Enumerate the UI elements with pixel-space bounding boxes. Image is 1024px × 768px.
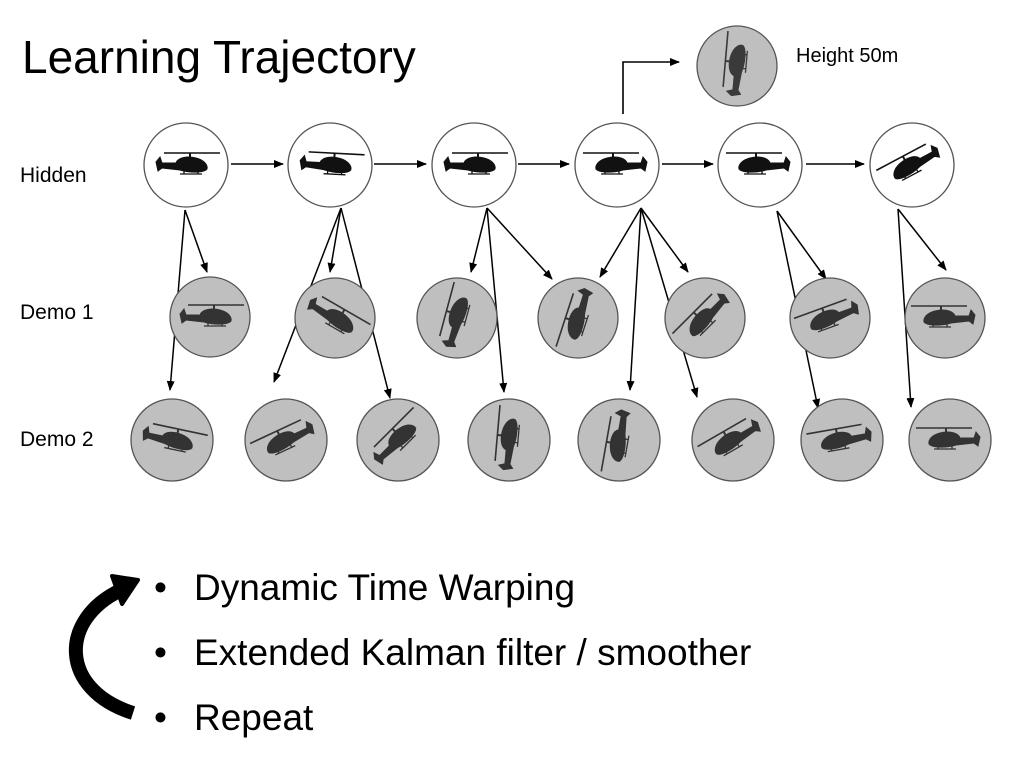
demo-2-node — [800, 398, 884, 482]
correspondence-arrow — [640, 207, 689, 273]
correspondence-arrow — [184, 209, 208, 273]
correspondence-arrow — [626, 207, 642, 391]
hidden-node — [869, 122, 955, 208]
demo-2-node — [244, 398, 328, 482]
demo-2-nodes — [130, 398, 992, 482]
hidden-nodes — [143, 122, 955, 208]
demo-1-node — [664, 277, 746, 359]
hidden-node — [431, 122, 517, 208]
demo-2-node — [577, 398, 661, 482]
correspondence-arrow — [776, 210, 827, 280]
row-label-hidden: Hidden — [20, 164, 87, 187]
demo-2-node — [130, 398, 214, 482]
demo-2-node — [356, 398, 440, 482]
hidden-node — [287, 122, 373, 208]
height-label: Height 50m — [796, 45, 899, 67]
demo-2-node — [467, 398, 551, 482]
demo-2-node — [908, 398, 992, 482]
height-inset-node — [696, 25, 778, 107]
correspondence-arrow — [469, 207, 488, 273]
demo-1-node — [537, 277, 619, 359]
curved-cycle-arrow-icon — [68, 574, 140, 720]
correspondence-arrow — [897, 208, 915, 408]
bullet-item: Extended Kalman filter / smoother — [152, 631, 751, 696]
demo-1-node — [294, 277, 376, 359]
bullet-list: Dynamic Time Warping Extended Kalman fil… — [152, 566, 751, 761]
demo-1-node — [789, 277, 871, 359]
row-label-demo-2: Demo 2 — [20, 428, 94, 451]
hidden-node — [717, 122, 803, 208]
correspondence-arrow — [327, 207, 342, 273]
demo-2-node — [691, 398, 775, 482]
row-label-demo-1: Demo 1 — [20, 301, 94, 324]
hidden-node — [143, 122, 229, 208]
correspondence-arrow — [486, 207, 508, 393]
height-elbow-arrow — [622, 58, 680, 114]
bullet-item: Repeat — [152, 696, 751, 761]
correspondence-arrow — [599, 207, 642, 278]
slide-title: Learning Trajectory — [22, 31, 416, 83]
demo-1-node — [904, 277, 986, 359]
demo-1-nodes — [169, 276, 986, 359]
demo-1-node — [416, 277, 498, 359]
correspondence-arrow — [486, 207, 553, 280]
demo-1-node — [169, 276, 251, 358]
correspondence-arrow — [897, 208, 947, 271]
hidden-node — [574, 122, 660, 208]
bullet-item: Dynamic Time Warping — [152, 566, 751, 631]
